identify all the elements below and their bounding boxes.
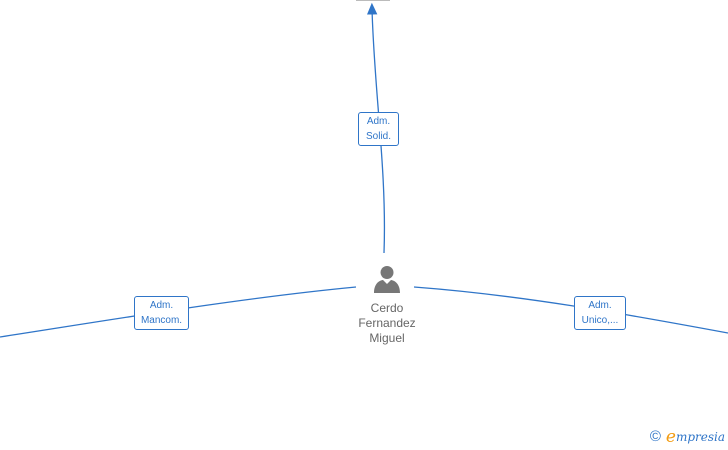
person-node[interactable]: Cerdo Fernandez Miguel	[342, 264, 432, 346]
person-icon	[374, 266, 400, 293]
edge-label-top-line2: Solid.	[365, 131, 391, 142]
edge-label-left[interactable]: Adm. Mancom.	[134, 296, 189, 330]
copyright-icon: ©	[649, 428, 661, 445]
brand-logo-text: mpresia	[675, 430, 725, 444]
edge-label-right[interactable]: Adm. Unico,...	[574, 296, 626, 330]
edge-label-top[interactable]: Adm. Solid.	[358, 112, 399, 146]
edge-label-right-line1: Adm.	[588, 300, 612, 311]
edge-label-left-line1: Adm.	[149, 300, 174, 311]
edge-label-top-line1: Adm.	[366, 116, 391, 127]
person-name-line2: Fernandez	[358, 316, 416, 330]
person-name-line3: Miguel	[369, 331, 405, 345]
edge-right[interactable]	[413, 286, 728, 334]
edge-label-left-line2: Mancom.	[140, 315, 183, 326]
brand-watermark: © e mpresia	[650, 428, 725, 446]
edge-label-right-line2: Unico,...	[581, 315, 619, 326]
person-name-line1: Cerdo	[370, 301, 404, 315]
brand-logo-initial: e	[665, 427, 676, 447]
person-name: Cerdo Fernandez Miguel	[342, 301, 432, 346]
offscreen-node-top[interactable]	[356, 0, 390, 1]
